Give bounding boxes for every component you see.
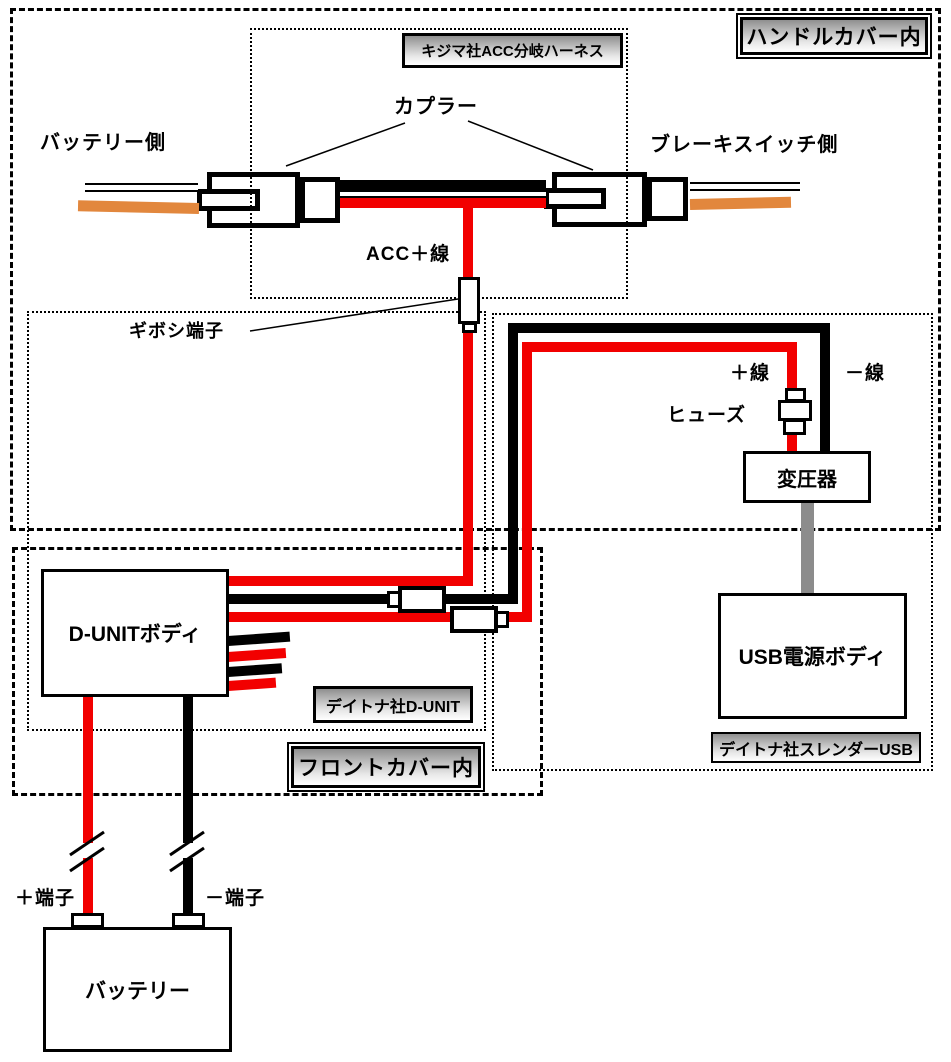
right-coupler-tab [544, 188, 606, 209]
battery-minus-terminal [172, 913, 205, 928]
wire-white-battery-side [85, 183, 198, 192]
transformer-box: 変圧器 [743, 451, 871, 503]
left-coupler-tab [197, 189, 260, 211]
left-coupler-socket [300, 177, 340, 223]
wire-usb-plus-vertical [522, 342, 532, 622]
brake-switch-side-label: ブレーキスイッチ側 [650, 134, 839, 156]
battery-plus-terminal [71, 913, 104, 928]
fuse-body [778, 400, 812, 421]
wire-orange-brake-side [689, 196, 792, 210]
coupler-label: カプラー [394, 96, 478, 118]
battery-plus-terminal-label: ＋端子 [15, 888, 76, 909]
handle-cover-zone [10, 8, 941, 531]
giboshi-terminal-tip [462, 322, 477, 333]
wire-usb-minus-vertical [508, 323, 518, 604]
wire-usb-plus-top [522, 342, 797, 352]
usb-zone [492, 313, 933, 771]
battery-side-label: バッテリー側 [40, 132, 166, 154]
wire-black-coupler [340, 180, 546, 190]
wire-battery-minus-lower [183, 858, 193, 916]
wire-gray-usb [801, 503, 814, 595]
giboshi-terminal-label: ギボシ端子 [129, 321, 224, 341]
front-cover-zone [12, 547, 543, 796]
kijima-harness-plate: キジマ社ACC分岐ハーネス [402, 33, 623, 68]
daytona-usb-plate: デイトナ社スレンダーUSB [711, 732, 921, 763]
inline-connector-black [398, 586, 446, 613]
battery-minus-terminal-label: －端子 [205, 888, 266, 909]
battery-label: バッテリー [85, 979, 190, 1003]
wire-usb-plus-drop [787, 342, 797, 392]
d-unit-label: D-UNITボディ [68, 623, 202, 646]
wire-battery-plus-upper [83, 695, 93, 843]
acc-plus-wire-label: ACC＋線 [366, 244, 451, 265]
battery-box: バッテリー [43, 927, 232, 1052]
wire-battery-plus-lower [83, 858, 93, 916]
wire-fuse-to-transformer [787, 430, 797, 454]
fuse-bottom [783, 419, 806, 435]
front-cover-label: フロントカバー内 [298, 757, 474, 780]
handle-cover-plate: ハンドルカバー内 [736, 13, 932, 59]
front-cover-plate: フロントカバー内 [287, 742, 485, 792]
wire-usb-minus-bottom [222, 594, 518, 604]
right-coupler-socket [647, 177, 688, 221]
wire-acc-vertical [463, 202, 473, 586]
inline-connector-red [450, 606, 498, 633]
fuse-label: ヒューズ [667, 405, 747, 426]
wire-acc-horizontal [222, 576, 473, 586]
daytona-dunit-label: デイトナ社D-UNIT [325, 698, 461, 716]
kijima-harness-zone [250, 28, 628, 299]
giboshi-terminal-body [458, 277, 480, 324]
daytona-dunit-plate: デイトナ社D-UNIT [313, 686, 473, 723]
wire-usb-plus-bottom [222, 612, 532, 622]
wire-white-brake-side [690, 182, 800, 191]
d-unit-box: D-UNITボディ [41, 569, 229, 697]
plus-wire-label: ＋線 [730, 363, 771, 384]
wire-battery-minus-upper [183, 695, 193, 843]
wire-white-coupler [340, 190, 546, 198]
transformer-label: 変圧器 [777, 468, 837, 491]
wire-usb-minus-drop [820, 323, 830, 454]
wire-red-coupler [340, 198, 546, 208]
handle-cover-label: ハンドルカバー内 [746, 26, 922, 49]
wire-usb-minus-top [508, 323, 830, 333]
daytona-usb-label: デイトナ社スレンダーUSB [719, 741, 913, 759]
usb-power-box: USB電源ボディ [718, 593, 907, 719]
usb-power-label: USB電源ボディ [738, 646, 887, 669]
minus-wire-label: －線 [845, 363, 886, 384]
kijima-harness-label: キジマ社ACC分岐ハーネス [421, 43, 604, 60]
